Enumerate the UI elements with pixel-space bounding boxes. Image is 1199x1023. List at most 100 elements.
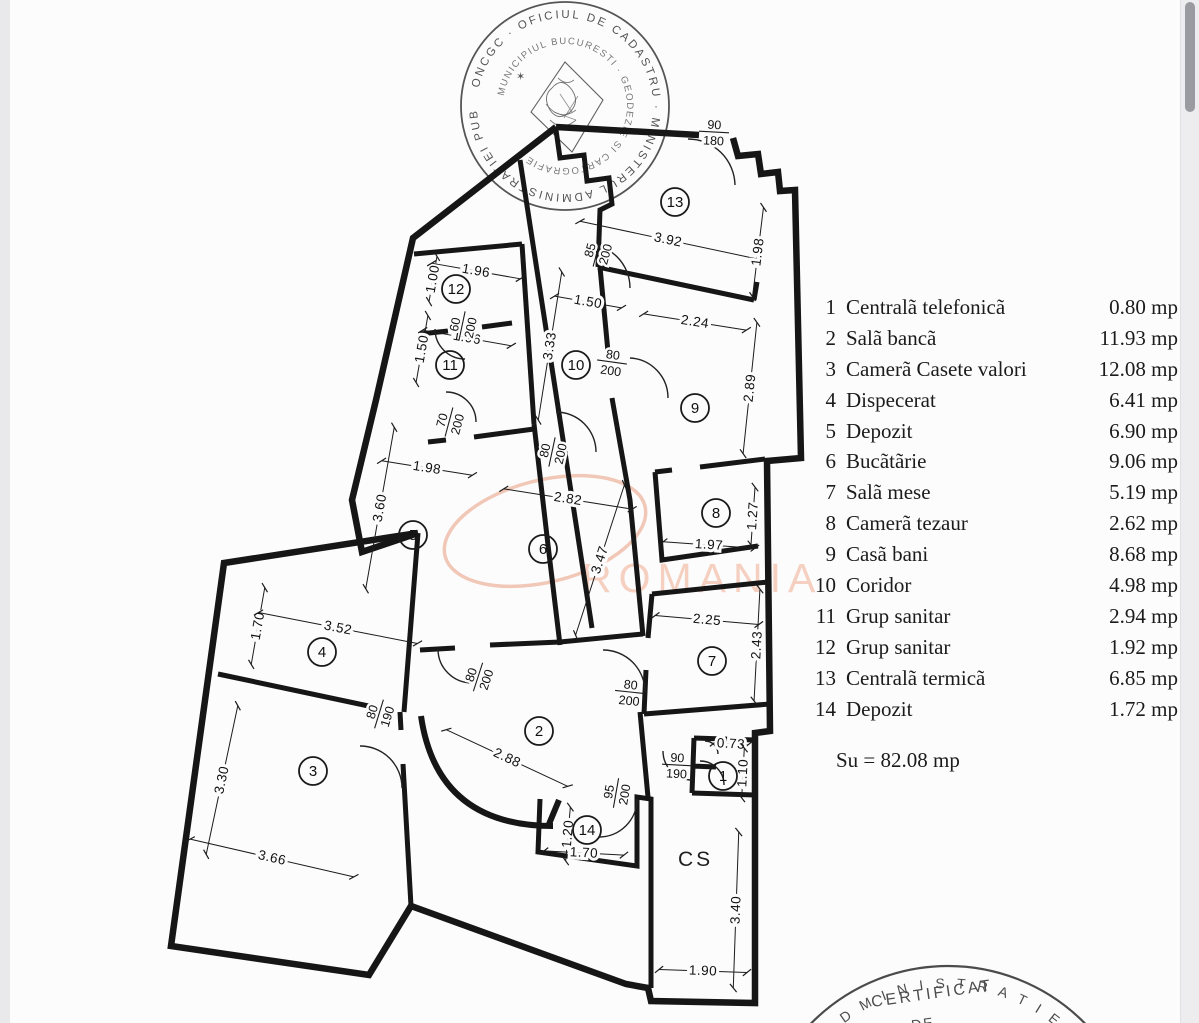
dimension: 2.25 <box>650 608 764 631</box>
dimension-tick <box>348 873 359 880</box>
stamp-coat-of-arms <box>530 61 604 153</box>
legend-room-name: Depozit <box>846 696 913 721</box>
door-arcs <box>359 138 736 838</box>
dimension-line <box>537 271 563 421</box>
dimension-tick <box>426 259 437 267</box>
interior-wall <box>691 790 756 798</box>
dimension-value: 1.10 <box>734 758 750 787</box>
room-number-value: 1 <box>719 768 727 785</box>
legend-room-area: 2.62 mp <box>1109 511 1178 536</box>
room-number: 6 <box>528 534 558 564</box>
dimension-tick <box>558 267 566 277</box>
room-number-value: 12 <box>448 281 465 298</box>
legend-room-number: 9 <box>825 542 837 567</box>
dimension: 1.70 <box>539 841 629 864</box>
dimension: 1.27 <box>741 482 764 550</box>
dimension-tick <box>539 847 549 855</box>
dimension-tick <box>739 448 747 459</box>
dimension-value: 3.40 <box>728 896 744 925</box>
dimension-line <box>503 488 633 510</box>
room-number-circle <box>680 393 710 423</box>
dimension-tick <box>740 743 749 753</box>
dimension-tick <box>743 741 753 749</box>
stamp-star: ✶ <box>516 71 525 83</box>
room-number-value: 8 <box>712 505 720 522</box>
dimension-line <box>643 313 747 331</box>
ministry-round-stamp: ONCGC · OFICIUL DE CADASTRU · MINISTERUL… <box>0 0 670 211</box>
dimension-line <box>575 484 625 636</box>
room-number: 4 <box>307 637 337 667</box>
dimension-tick <box>753 317 761 328</box>
fraction-bar <box>472 662 484 692</box>
wall-lines <box>167 123 805 1007</box>
dimension-tick <box>729 983 738 993</box>
certificate-line2: DE <box>910 1014 935 1023</box>
room-number-circle <box>528 534 558 564</box>
interior-wall <box>517 159 595 629</box>
scrollbar-thumb[interactable] <box>1185 2 1195 112</box>
dimension-tick <box>362 583 370 594</box>
legend-room-area: 12.08 mp <box>1098 356 1178 381</box>
room-number-circle <box>697 646 727 676</box>
dimension-tick <box>247 659 255 670</box>
dimension: 1.97 <box>658 533 760 556</box>
room-number: 11 <box>435 350 465 380</box>
fraction-bar <box>661 763 693 767</box>
total-area-label: Su = 82.08 mp <box>836 748 960 772</box>
interior-wall <box>637 711 651 798</box>
room-number-value: 3 <box>309 763 317 780</box>
legend-room-number: 3 <box>825 356 837 381</box>
dimension-line <box>579 220 757 260</box>
interior-wall <box>597 266 646 637</box>
room-number-circle <box>441 274 471 304</box>
legend-room-name: Bucãtãrie <box>846 449 927 474</box>
dimension-tick <box>754 620 764 629</box>
legend-room-number: 5 <box>825 418 837 443</box>
interior-wall <box>413 241 523 257</box>
dimension-tick <box>253 609 264 616</box>
legend-room-name: Camerã Casete valori <box>846 356 1027 381</box>
room-number: 1 <box>708 761 738 791</box>
interior-wall <box>553 129 615 268</box>
dimension-tick <box>549 292 560 300</box>
dimension-tick <box>749 291 756 302</box>
door-arc <box>585 243 631 289</box>
dimension-line <box>752 207 764 297</box>
legend-room-area: 0.80 mp <box>1109 295 1178 319</box>
room-number-circle <box>660 187 690 217</box>
dimension: 0.73 <box>709 732 753 755</box>
room-number-value: 5 <box>409 527 417 544</box>
legend-room-area: 1.72 mp <box>1109 696 1178 721</box>
dimension-tick <box>654 965 664 974</box>
interior-wall <box>427 426 535 445</box>
dimension-tick <box>506 342 517 350</box>
door-arc <box>555 411 597 453</box>
door-arc <box>699 760 725 786</box>
dimension-tick <box>747 540 755 550</box>
room-number-circle <box>561 350 591 380</box>
dimension-line <box>663 541 755 549</box>
legend-room-name: Grup sanitar <box>846 603 951 628</box>
legend-room-number: 2 <box>825 325 837 350</box>
dimension-value: 2.24 <box>680 312 710 331</box>
interior-wall <box>641 579 771 717</box>
interior-wall <box>652 456 766 563</box>
scrollbar-track[interactable] <box>1180 0 1199 1023</box>
interior-wall <box>419 631 644 653</box>
romania-watermark: ROMANIA <box>442 473 815 601</box>
dimension-tick <box>619 851 629 859</box>
fraction-bar <box>548 437 556 467</box>
legend-room-number: 7 <box>825 480 837 505</box>
dimension-line <box>381 460 473 476</box>
dimension: 1.70 <box>245 582 270 670</box>
